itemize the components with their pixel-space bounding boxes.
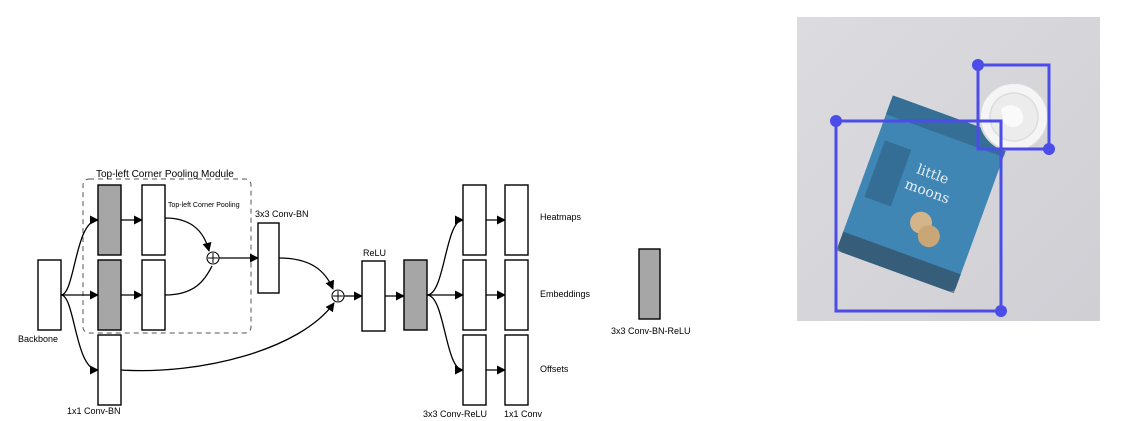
conv-1x1-label: 1x1 Conv (504, 409, 543, 419)
head-conv-relu-heatmaps (462, 184, 487, 256)
legend-gray-block (638, 248, 661, 320)
photo-illustration: little moons (797, 17, 1100, 321)
conv-3x3-bn-block (257, 222, 280, 294)
bbox-lid-corner-tl (972, 59, 984, 71)
pool-block-top (141, 184, 166, 256)
bbox-package (834, 119, 1003, 313)
offsets-label: Offsets (540, 364, 569, 374)
wire-backbone-top (60, 215, 99, 296)
head-conv1x1-embeddings (504, 259, 529, 331)
wire-backbone-bot (60, 294, 99, 375)
pool-block-mid (141, 259, 166, 331)
corner-pooling-label: Top-left Corner Pooling (168, 202, 240, 209)
conv-relu-3x3-label: 3x3 Conv-ReLU (423, 409, 487, 419)
relu-block (361, 260, 386, 332)
conv-bn-relu-block-mid (97, 259, 122, 331)
bbox-lid (976, 63, 1051, 151)
wire-pool-top-plus (164, 217, 212, 252)
head-conv1x1-heatmaps (504, 184, 529, 256)
module-title: Top-left Corner Pooling Module (96, 169, 234, 180)
wire-head-bot (426, 294, 464, 375)
wire-head-top (426, 215, 464, 296)
head-conv-relu-embeddings (462, 259, 487, 331)
wire-pool-mid-plus (164, 265, 213, 296)
bbox-lid-corner-br (1043, 143, 1055, 155)
backbone-block (37, 259, 62, 331)
conv-bn-relu-block-final (403, 259, 428, 331)
head-conv-relu-offsets (462, 334, 487, 406)
backbone-label: Backbone (18, 334, 58, 344)
bbox-package-corner-br (995, 305, 1007, 317)
bbox-package-corner-tl (830, 115, 842, 127)
detection-example-image: little moons (797, 17, 1100, 321)
legend-label: 3x3 Conv-BN-ReLU (611, 326, 691, 336)
conv-3x3-bn-label: 3x3 Conv-BN (255, 209, 309, 219)
sum-node-1-cross (208, 253, 218, 263)
cup-lid (979, 82, 1049, 152)
wire-1x1-sum2 (120, 302, 335, 372)
conv-1x1-bn-block (97, 334, 122, 406)
embeddings-label: Embeddings (540, 289, 591, 299)
cookie-package: little moons (836, 95, 1011, 294)
conv-bn-relu-block-top (97, 184, 122, 256)
head-conv1x1-offsets (504, 334, 529, 406)
sum-node-2-cross (333, 291, 343, 301)
relu-label: ReLU (363, 248, 386, 258)
heatmaps-label: Heatmaps (540, 212, 582, 222)
wire-conv-sum2 (278, 257, 335, 290)
conv-1x1-bn-label: 1x1 Conv-BN (67, 406, 121, 416)
